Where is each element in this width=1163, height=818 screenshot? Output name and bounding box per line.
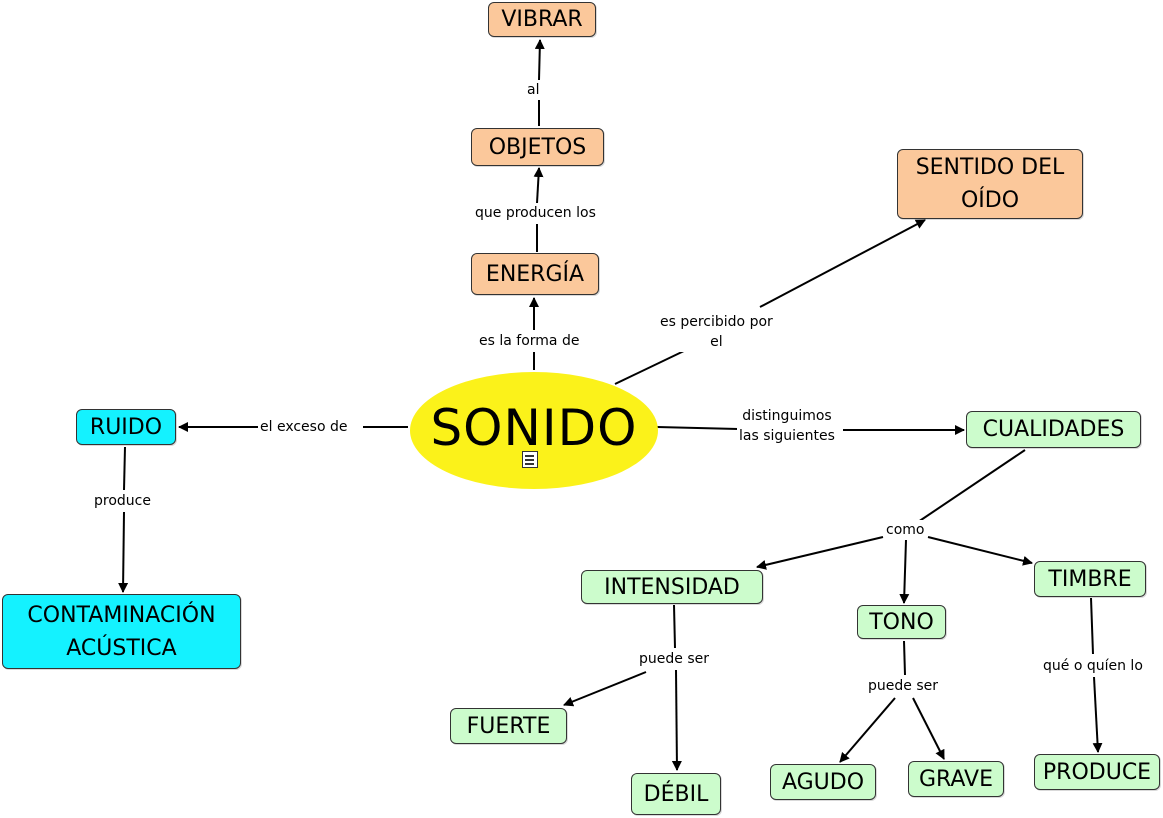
concept-intensidad[interactable]: INTENSIDAD (581, 570, 763, 604)
link-label-percibido: es percibido por el (658, 312, 775, 352)
link-label-que-producen: que producen los (473, 203, 598, 223)
link-label-puede-ser-tono: puede ser (866, 676, 940, 696)
note-icon[interactable] (522, 451, 538, 468)
concept-intensidad-label: INTENSIDAD (604, 574, 740, 600)
concept-fuerte[interactable]: FUERTE (450, 708, 567, 744)
concept-cualidades-label: CUALIDADES (982, 417, 1125, 442)
concept-vibrar-label: VIBRAR (501, 7, 583, 32)
concept-objetos-label: OBJETOS (488, 134, 587, 160)
concept-grave-label: GRAVE (918, 766, 994, 792)
concept-fuerte-label: FUERTE (466, 713, 551, 739)
concept-produce-label: PRODUCE (1042, 759, 1152, 785)
link-label-quien: qué o quíen lo (1041, 656, 1145, 676)
concept-contaminacion-acustica[interactable]: CONTAMINACIÓN ACÚSTICA (2, 594, 241, 669)
concept-tono-label: TONO (869, 609, 934, 635)
concept-sonido-label: SONIDO (430, 398, 638, 457)
concept-cualidades[interactable]: CUALIDADES (966, 411, 1141, 448)
concept-sentido-del-oido[interactable]: SENTIDO DEL OÍDO (897, 149, 1083, 219)
concept-grave[interactable]: GRAVE (908, 761, 1004, 797)
concept-sentido-del-oido-label: SENTIDO DEL OÍDO (915, 155, 1065, 213)
concept-debil[interactable]: DÉBIL (631, 773, 721, 815)
concept-energia-label: ENERGÍA (485, 261, 585, 287)
concept-ruido-label: RUIDO (89, 414, 163, 440)
link-label-puede-ser-intensidad: puede ser (637, 649, 711, 669)
concept-sonido[interactable]: SONIDO (410, 372, 658, 489)
concept-ruido[interactable]: RUIDO (76, 409, 176, 445)
link-label-distinguimos: distinguimos las siguientes (737, 406, 837, 446)
link-label-como: como (884, 520, 927, 540)
concept-vibrar[interactable]: VIBRAR (488, 2, 596, 37)
concept-timbre-label: TIMBRE (1048, 566, 1132, 592)
concept-agudo[interactable]: AGUDO (770, 764, 876, 800)
concept-produce[interactable]: PRODUCE (1034, 754, 1160, 790)
concept-timbre[interactable]: TIMBRE (1034, 561, 1146, 597)
link-label-es-forma: es la forma de (477, 331, 582, 351)
concept-tono[interactable]: TONO (857, 605, 946, 639)
link-label-produce: produce (92, 491, 153, 511)
concept-energia[interactable]: ENERGÍA (471, 253, 599, 295)
concept-objetos[interactable]: OBJETOS (471, 128, 604, 166)
concept-agudo-label: AGUDO (781, 769, 865, 795)
concept-debil-label: DÉBIL (643, 781, 709, 807)
link-label-al: al (525, 80, 542, 100)
concept-contaminacion-acustica-label: CONTAMINACIÓN ACÚSTICA (27, 602, 216, 661)
link-label-exceso: el exceso de (258, 417, 350, 437)
